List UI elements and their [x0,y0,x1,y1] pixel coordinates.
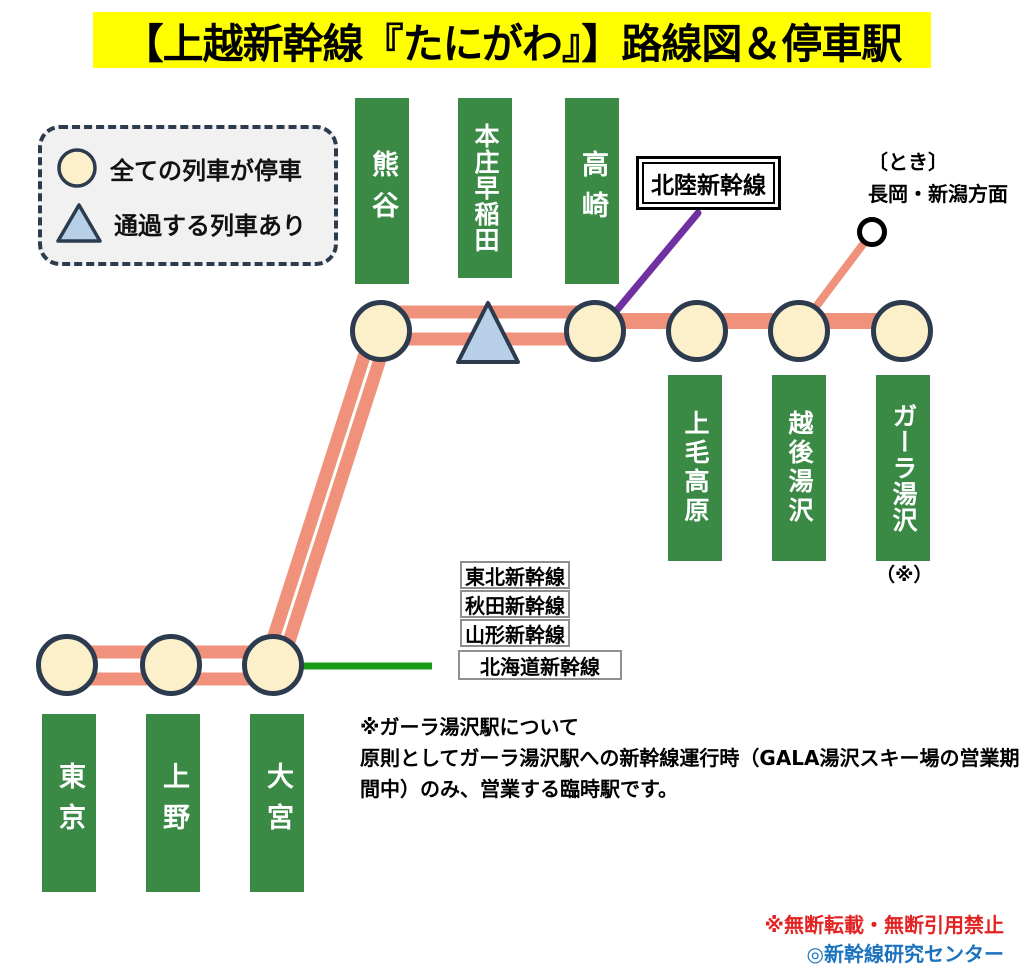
station-node-omiya [242,634,304,696]
station-node-gala-yuzawa [871,300,933,362]
gala-footnote: ※ガーラ湯沢駅について 原則としてガーラ湯沢駅への新幹線運行時（GALA湯沢スキ… [360,712,1020,805]
station-label-jomo-kogen: 上毛高原 [681,410,710,526]
station-node-kumagaya [350,300,412,362]
track-omiya-kumagaya-right [274,330,395,670]
station-node-jomo-kogen [666,300,728,362]
station-box-gala-yuzawa: ガーラ湯沢 [876,375,930,561]
station-node-ueno [140,634,202,696]
gala-footnote-line3: 間中）のみ、営業する臨時駅です。 [360,777,678,801]
page-title: 【上越新幹線『たにがわ』】路線図＆停車駅 [93,12,931,68]
toki-direction: 長岡・新潟方面 [868,182,1008,206]
hokkaido-line-label: 北海道新幹線 [458,650,622,680]
hokuriku-line-label-box: 北陸新幹線 [636,156,781,210]
akita-line-label: 秋田新幹線 [460,590,570,618]
legend-box: 全ての列車が停車 通過する列車あり [38,125,338,266]
copyright-credit: ◎新幹線研究センター [806,942,1004,966]
station-label-omiya: 大宮 [262,762,293,844]
track-hokuriku-branch [608,209,702,320]
station-box-ueno: 上野 [146,714,200,892]
station-box-omiya: 大宮 [250,714,304,892]
station-label-kumagaya: 熊谷 [367,150,398,232]
yamagata-line-label: 山形新幹線 [460,619,570,647]
station-label-gala-yuzawa: ガーラ湯沢 [889,403,918,533]
gala-footnote-line1: ※ガーラ湯沢駅について [360,715,579,739]
station-node-echigo-yuzawa [768,300,830,362]
hokuriku-line-label: 北陸新幹線 [642,162,775,204]
station-box-honjo-waseda: 本庄早稲田 [458,98,512,278]
gala-temporary-station-mark: （※） [876,564,933,586]
station-box-jomo-kogen: 上毛高原 [668,375,722,561]
station-box-kumagaya: 熊谷 [355,98,409,284]
direction-node-nagaoka-niigata [857,217,887,247]
track-omiya-kumagaya-left [259,325,380,665]
station-label-takasaki: 高崎 [577,150,608,232]
legend-row-pass: 通過する列車あり [56,202,320,244]
station-box-tokyo: 東京 [42,714,96,892]
station-node-takasaki [564,300,626,362]
station-box-echigo-yuzawa: 越後湯沢 [772,375,826,561]
gala-footnote-line2: 原則としてガーラ湯沢駅への新幹線運行時（GALA湯沢スキー場の営業期 [360,746,1020,770]
all-stop-circle-icon [57,148,97,188]
pass-triangle-icon [56,203,102,243]
legend-all-stop-label: 全ての列車が停車 [110,156,302,185]
station-label-tokyo: 東京 [54,762,85,844]
track-toki-branch [808,239,868,316]
pass-station-triangle-honjo-waseda [456,301,520,364]
station-box-takasaki: 高崎 [565,98,619,284]
station-label-ueno: 上野 [158,762,189,844]
legend-row-all-stop: 全ての列車が停車 [56,147,320,189]
legend-pass-label: 通過する列車あり [114,211,306,240]
station-label-honjo-waseda: 本庄早稲田 [471,123,500,253]
toki-train-name: 〔とき〕 [868,150,948,174]
no-reproduction-notice: ※無断転載・無断引用禁止 [764,913,1004,937]
footer: ※無断転載・無断引用禁止 ◎新幹線研究センター [765,911,1004,969]
tohoku-line-label: 東北新幹線 [460,561,570,589]
station-node-tokyo [36,634,98,696]
station-label-echigo-yuzawa: 越後湯沢 [785,410,814,526]
